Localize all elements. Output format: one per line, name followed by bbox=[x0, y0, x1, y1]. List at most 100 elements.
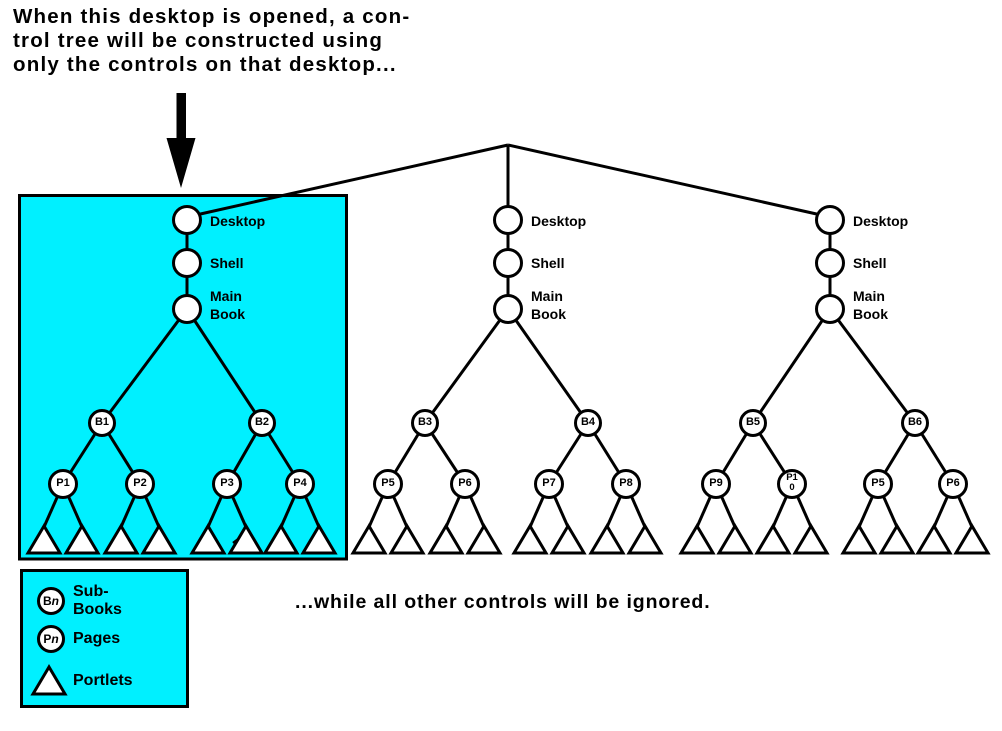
page-label: P2 bbox=[133, 477, 147, 489]
legend-portlets-label: Portlets bbox=[73, 672, 133, 689]
page-node bbox=[863, 469, 893, 499]
page-node bbox=[611, 469, 641, 499]
portlet-icon bbox=[915, 523, 953, 555]
down-arrow-icon bbox=[166, 93, 196, 188]
page-label: P6 bbox=[946, 477, 960, 489]
main-book-label: Main Book bbox=[531, 288, 566, 322]
page-node bbox=[48, 469, 78, 499]
shell-label: Shell bbox=[853, 255, 887, 271]
top-annotation: When this desktop is opened, a con- trol… bbox=[13, 5, 410, 77]
legend-page-badge: Pn bbox=[39, 632, 64, 647]
book-label: B3 bbox=[417, 416, 433, 428]
book-edge bbox=[100, 308, 189, 424]
portlet-icon bbox=[388, 523, 426, 555]
book-node bbox=[88, 409, 116, 437]
legend-subbooks-label: Sub- Books bbox=[73, 583, 122, 619]
book-edge bbox=[506, 308, 590, 424]
book-label: B5 bbox=[745, 416, 761, 428]
book-node bbox=[411, 409, 439, 437]
portlet-icon bbox=[300, 523, 338, 555]
portlet-icon bbox=[427, 523, 465, 555]
root-edge bbox=[507, 143, 831, 219]
book-label: B6 bbox=[907, 416, 923, 428]
main-book-node bbox=[493, 294, 523, 324]
book-label: B1 bbox=[94, 416, 110, 428]
book-label: B4 bbox=[580, 416, 596, 428]
desktop-node bbox=[815, 205, 845, 235]
page-label: P1 bbox=[56, 477, 70, 489]
legend-portlet-triangle-icon bbox=[30, 664, 68, 696]
legend-label-line: Sub- bbox=[73, 583, 109, 600]
legend-page-circle-icon bbox=[37, 625, 65, 653]
page-label: P9 bbox=[709, 477, 723, 489]
badge-n: n bbox=[51, 632, 59, 646]
page-label: P10 bbox=[786, 472, 798, 493]
bottom-annotation: ...while all other controls will be igno… bbox=[295, 591, 711, 613]
main-book-label: Main Book bbox=[210, 288, 245, 322]
portlet-icon bbox=[840, 523, 878, 555]
book-label: B2 bbox=[254, 416, 270, 428]
book-edge bbox=[751, 308, 832, 424]
portlet-icon bbox=[754, 523, 792, 555]
desktop-label: Desktop bbox=[531, 213, 587, 229]
page-node bbox=[938, 469, 968, 499]
portlet-icon bbox=[465, 523, 503, 555]
shell-node bbox=[172, 248, 202, 278]
book-edge bbox=[185, 308, 264, 424]
portlet-icon bbox=[549, 523, 587, 555]
main-book-label: Main Book bbox=[853, 288, 888, 322]
root-edge bbox=[186, 143, 509, 219]
page-label: P5 bbox=[381, 477, 395, 489]
portlet-icon bbox=[792, 523, 830, 555]
book-edge bbox=[828, 308, 917, 424]
portlet-icon bbox=[878, 523, 916, 555]
page-node bbox=[777, 469, 807, 499]
page-label: P6 bbox=[458, 477, 472, 489]
book-node bbox=[901, 409, 929, 437]
page-node bbox=[212, 469, 242, 499]
portlet-icon bbox=[140, 523, 178, 555]
page-label: P3 bbox=[220, 477, 234, 489]
legend-label-line: Books bbox=[73, 601, 122, 618]
page-node bbox=[285, 469, 315, 499]
portlet-icon bbox=[953, 523, 991, 555]
page-label: P5 bbox=[871, 477, 885, 489]
legend-subbook-circle-icon bbox=[37, 587, 65, 615]
portlet-icon bbox=[63, 523, 101, 555]
page-label: P4 bbox=[293, 477, 307, 489]
shell-label: Shell bbox=[531, 255, 565, 271]
book-edge bbox=[423, 308, 510, 424]
main-book-node bbox=[172, 294, 202, 324]
shell-node bbox=[493, 248, 523, 278]
portlet-icon bbox=[350, 523, 388, 555]
book-node bbox=[574, 409, 602, 437]
desktop-node bbox=[493, 205, 523, 235]
page-label: P7 bbox=[542, 477, 556, 489]
portlet-icon bbox=[678, 523, 716, 555]
page-node bbox=[450, 469, 480, 499]
book-node bbox=[739, 409, 767, 437]
portlet-icon bbox=[716, 523, 754, 555]
shell-label: Shell bbox=[210, 255, 244, 271]
badge-letter: P bbox=[43, 632, 52, 646]
page-node bbox=[373, 469, 403, 499]
main-book-node bbox=[815, 294, 845, 324]
top-annotation-line: trol tree will be constructed using bbox=[13, 29, 384, 52]
desktop-node bbox=[172, 205, 202, 235]
legend-pages-label: Pages bbox=[73, 630, 121, 647]
portlet-icon bbox=[626, 523, 664, 555]
portlet-icon bbox=[511, 523, 549, 555]
page-node bbox=[125, 469, 155, 499]
portlet-icon bbox=[102, 523, 140, 555]
page-node bbox=[534, 469, 564, 499]
top-annotation-line: only the controls on that desktop... bbox=[13, 53, 397, 76]
desktop-label: Desktop bbox=[853, 213, 909, 229]
shell-node bbox=[815, 248, 845, 278]
portlet-icon bbox=[227, 523, 265, 555]
portlet-icon bbox=[25, 523, 63, 555]
top-annotation-line: When this desktop is opened, a con- bbox=[13, 5, 411, 28]
page-label: P8 bbox=[619, 477, 633, 489]
